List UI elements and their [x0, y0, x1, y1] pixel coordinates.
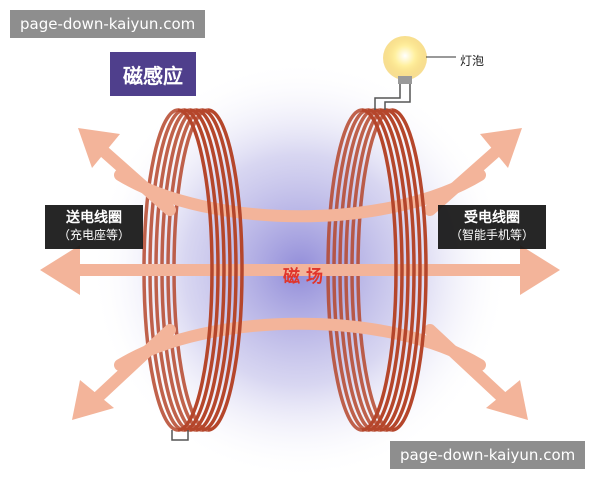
- receive-coil-turn: [373, 108, 410, 432]
- arrowhead-center-right: [520, 245, 560, 295]
- field-line-upper-right: [424, 142, 506, 216]
- transmit-coil-turn: [201, 108, 238, 432]
- receive-coil-turn: [367, 108, 404, 432]
- watermark-top: page-down-kaiyun.com: [10, 10, 206, 38]
- receive-coil-turn: [385, 108, 422, 432]
- field-lines: [64, 142, 536, 406]
- transmit-coil-name: 送电线圈: [66, 210, 122, 226]
- magnetic-field-label: 磁 场: [283, 267, 323, 287]
- field-line-lower-left: [89, 324, 176, 406]
- receive-coil: [361, 108, 428, 432]
- left-lead-wire: [171, 430, 189, 441]
- transmit-coil-turn: [195, 108, 232, 432]
- transmit-coil-turn: [207, 108, 244, 432]
- receive-coil-name: 受电线圈: [464, 210, 520, 226]
- field-line-lower-right: [424, 324, 511, 406]
- receive-coil-sub: （智能手机等）: [449, 228, 534, 242]
- coil-lead-wires: [171, 82, 411, 441]
- arrowhead-lower-right: [486, 380, 528, 420]
- arrowhead-upper-left: [78, 128, 120, 168]
- watermark-bottom: page-down-kaiyun.com: [390, 441, 586, 469]
- transmit-coil-sub: （充电座等）: [57, 228, 130, 242]
- transmit-coil: [177, 108, 244, 432]
- right-lead-wire-2: [384, 82, 411, 110]
- field-arrowheads: [40, 128, 560, 420]
- transmit-coil-turn: [189, 108, 226, 432]
- bulb-label: 灯泡: [460, 54, 485, 68]
- field-line-upper-left: [94, 142, 176, 216]
- transmit-coil-label: 送电线圈 （充电座等）: [45, 205, 143, 249]
- receive-coil-turn: [379, 108, 416, 432]
- transmit-coil-turn: [183, 108, 220, 432]
- right-lead-wire: [374, 82, 401, 110]
- arrowhead-upper-right: [480, 128, 522, 168]
- arrowhead-center-left: [40, 245, 80, 295]
- transmit-coil-turn: [177, 108, 214, 432]
- arrowhead-lower-left: [72, 380, 114, 420]
- receive-coil-label: 受电线圈 （智能手机等）: [438, 205, 546, 249]
- receive-coil-turn: [361, 108, 398, 432]
- receive-coil-turn: [391, 108, 428, 432]
- diagram-title: 磁感应: [110, 52, 196, 96]
- bulb-icon: [383, 36, 427, 84]
